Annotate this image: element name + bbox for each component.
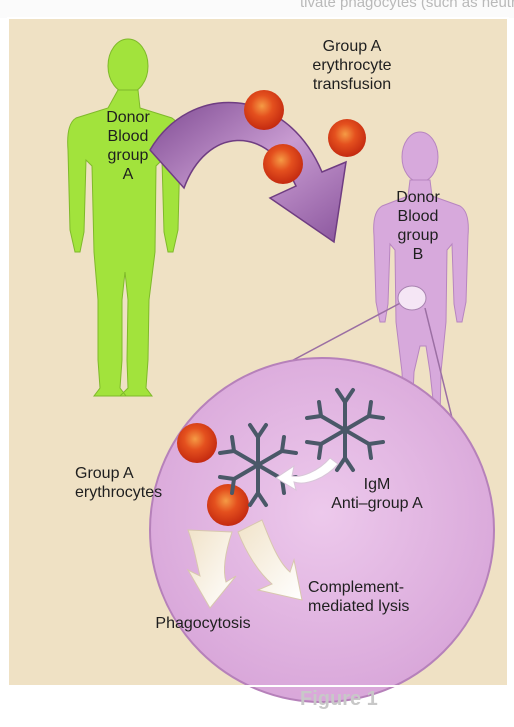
label-line: erythrocyte — [292, 56, 412, 75]
label-line: transfusion — [292, 75, 412, 94]
label-line: Group A — [75, 464, 162, 483]
complement-label: Complement- mediated lysis — [308, 578, 409, 616]
transfusion-label: Group A erythrocyte transfusion — [292, 37, 412, 94]
label-line: group — [378, 226, 458, 245]
label-line: IgM — [312, 475, 442, 494]
erythrocyte — [207, 484, 249, 526]
zoom-region — [398, 286, 426, 310]
label-line: Donor — [378, 188, 458, 207]
label-line: Blood — [88, 127, 168, 146]
group-a-erythrocytes-label: Group A erythrocytes — [75, 464, 162, 502]
label-line: A — [88, 165, 168, 184]
donor-b-label: Donor Blood group B — [378, 188, 458, 264]
phagocytosis-label: Phagocytosis — [138, 614, 268, 633]
erythrocyte — [177, 423, 217, 463]
erythrocyte — [328, 119, 366, 157]
erythrocyte — [263, 144, 303, 184]
label-line: mediated lysis — [308, 597, 409, 616]
label-line: Complement- — [308, 578, 409, 597]
igm-label: IgM Anti–group A — [312, 475, 442, 513]
label-line: B — [378, 245, 458, 264]
label-line: Group A — [292, 37, 412, 56]
page-footer-fragment: Figure 1 — [300, 688, 378, 711]
label-line: Donor — [88, 108, 168, 127]
donor-a-label: Donor Blood group A — [88, 108, 168, 184]
label-line: erythrocytes — [75, 483, 162, 502]
label-line: Anti–group A — [312, 494, 442, 513]
label-line: Blood — [378, 207, 458, 226]
erythrocyte — [244, 90, 284, 130]
label-line: group — [88, 146, 168, 165]
